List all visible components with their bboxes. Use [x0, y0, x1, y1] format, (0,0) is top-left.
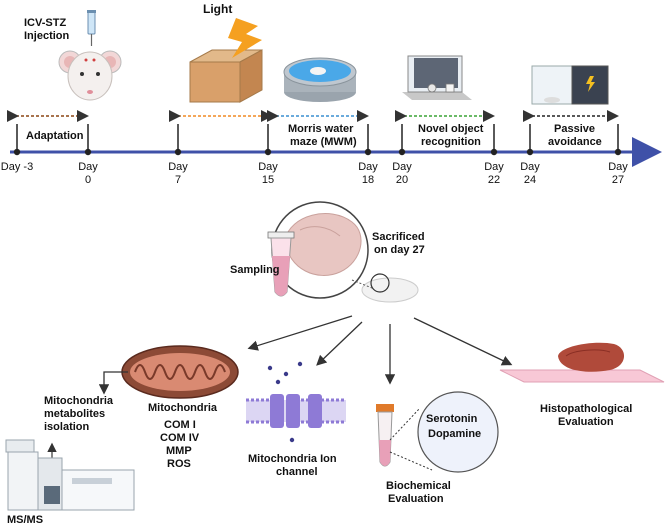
- mass-spectrometer-icon: [5, 439, 135, 511]
- timeline-dot: [398, 148, 406, 156]
- timeline-dot: [364, 148, 372, 156]
- mito-assays-list: COM I COM IV MMP ROS: [160, 419, 202, 470]
- zoom-line-top: [389, 407, 421, 441]
- mitochondrion-icon: [121, 345, 239, 399]
- ion-channel-icon: [246, 361, 346, 443]
- timeline-dot: [490, 148, 498, 156]
- cardboard-box-icon: [189, 49, 263, 103]
- arrow-to-ion-channel: [316, 321, 363, 366]
- timeline-dot: [526, 148, 534, 156]
- mouse-icon: [58, 50, 122, 101]
- mito-metabolites-label: Mitochondria metabolites isolation: [44, 395, 116, 433]
- magnifier-connector: [351, 279, 373, 289]
- tissue-slide-icon: [499, 342, 665, 383]
- timeline-dot: [174, 148, 182, 156]
- sample-tube-icon: [267, 231, 295, 297]
- arrow-to-mitochondria: [247, 315, 353, 351]
- timeline-dot: [264, 148, 272, 156]
- adaptation-label: Adaptation: [26, 130, 84, 142]
- neurotransmitter-zoom: [417, 391, 499, 473]
- shuttle-box-icon: [531, 65, 609, 105]
- timeline-dot: [13, 148, 21, 156]
- light-label: Light: [203, 2, 232, 16]
- msms-label: MS/MS: [7, 514, 43, 526]
- biochemical-tube-icon: [376, 404, 394, 467]
- water-maze-icon: [283, 57, 357, 102]
- brain-magnifier: [271, 201, 369, 299]
- timeline-dot: [614, 148, 622, 156]
- mouse-body-icon: [361, 273, 419, 303]
- arena-icon: [402, 55, 472, 100]
- sampling-label: Sampling: [230, 264, 280, 276]
- syringe-icon: [87, 10, 96, 46]
- mitochondria-label: Mitochondria: [148, 402, 218, 414]
- lightning-icon: [228, 18, 262, 58]
- timeline-day-label: Day -3: [1, 161, 33, 173]
- arrow-to-histopath: [413, 317, 513, 366]
- arrow-to-metabolites: [98, 371, 128, 395]
- timeline-dot: [84, 148, 92, 156]
